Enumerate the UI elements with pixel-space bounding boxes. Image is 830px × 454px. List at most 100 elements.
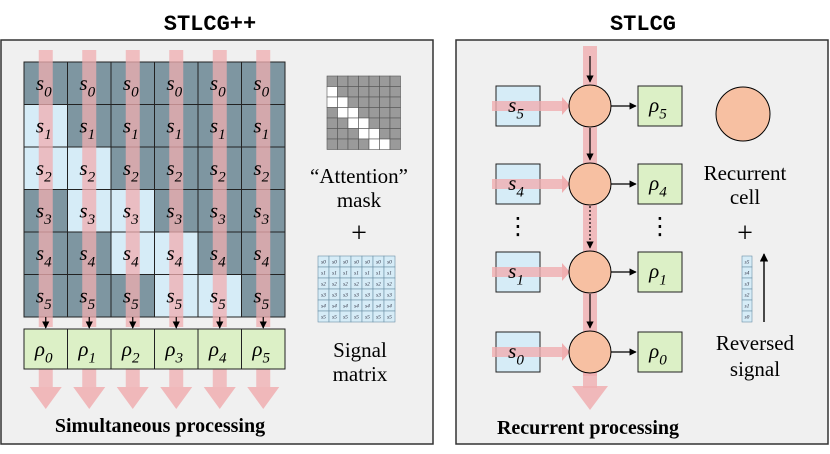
ellipsis: ⋮ — [506, 212, 530, 240]
attention-mask-thumbnail — [326, 75, 401, 150]
stream-band-lower — [82, 367, 97, 387]
mask-cell — [347, 117, 359, 129]
stream-arrowhead — [160, 387, 193, 409]
mask-cell — [337, 96, 349, 108]
signal-cell-label: s3 — [79, 199, 95, 228]
signal-cell-label: s0 — [253, 71, 269, 100]
signal-cell-label: s2 — [253, 156, 269, 185]
signal-matrix-cell-label: s3 — [321, 293, 326, 299]
mask-cell — [337, 86, 349, 98]
output-box-label: ρ1 — [648, 259, 667, 288]
signal-cell-label: s0 — [210, 71, 226, 100]
reversed-signal-cell-label: s2 — [745, 293, 750, 299]
mask-cell — [368, 128, 380, 140]
signal-cell-label: s0 — [166, 71, 182, 100]
mask-cell — [379, 107, 391, 119]
signal-matrix-cell-label: s2 — [321, 282, 326, 288]
recurrent-cell-label-line1: Recurrent — [704, 161, 787, 185]
signal-cell-label: s2 — [123, 156, 139, 185]
mask-cell — [379, 86, 391, 98]
mask-cell — [368, 96, 380, 108]
mask-cell — [347, 128, 359, 140]
signal-cell-label: s4 — [166, 241, 182, 270]
signal-matrix-cell-label: s1 — [365, 271, 370, 277]
signal-cell-label: s4 — [210, 241, 226, 270]
signal-cell-label: s5 — [210, 284, 226, 313]
signal-matrix-cell-label: s4 — [332, 303, 337, 310]
signal-matrix-cell-label: s5 — [376, 315, 381, 321]
reversed-signal-cell-label: s1 — [745, 304, 750, 310]
mask-cell — [337, 75, 349, 87]
reversed-signal-cell — [741, 310, 753, 323]
mask-cell — [368, 75, 380, 87]
signal-cell-label: s1 — [36, 114, 52, 143]
signal-cell-label: s4 — [123, 241, 139, 270]
signal-matrix-cell-label: s1 — [321, 271, 326, 277]
output-cell-label: ρ0 — [34, 337, 53, 366]
signal-matrix-cell-label: s1 — [376, 271, 381, 277]
mask-cell — [326, 75, 338, 87]
signal-matrix-cell-label: s5 — [354, 315, 359, 321]
recurrent-cell — [568, 330, 612, 374]
signal-cell-label: s0 — [36, 71, 52, 100]
stream-arrowhead — [247, 387, 280, 409]
stream-band-lower — [38, 367, 53, 387]
signal-matrix-cell-label: s4 — [321, 303, 326, 310]
signal-cell-label: s1 — [210, 114, 226, 143]
signal-cell-label: s1 — [166, 114, 182, 143]
mask-cell — [389, 107, 401, 119]
mask-cell — [326, 117, 338, 129]
stream-band-lower — [169, 367, 184, 387]
mask-cell — [389, 86, 401, 98]
output-cell-label: ρ2 — [121, 337, 140, 366]
signal-matrix-cell-label: s1 — [332, 271, 337, 277]
output-box-label: ρ0 — [648, 339, 667, 368]
output-cell-label: ρ5 — [251, 337, 270, 366]
signal-matrix-cell-label: s5 — [332, 315, 337, 321]
reversed-signal-label-line1: Reversed — [716, 331, 795, 355]
stream-band — [82, 50, 97, 327]
signal-cell-label: s1 — [253, 114, 269, 143]
signal-matrix-cell-label: s5 — [343, 315, 348, 321]
signal-cell-label: s0 — [79, 71, 95, 100]
signal-matrix-cell-label: s0 — [343, 260, 348, 266]
output-cell — [241, 328, 286, 370]
signal-cell-label: s5 — [123, 284, 139, 313]
reversed-signal-label-line2: signal — [730, 357, 780, 381]
stream-band-lower — [256, 367, 271, 387]
mask-cell — [337, 107, 349, 119]
reversed-signal-cell-label: s0 — [745, 315, 750, 321]
mask-cell — [347, 96, 359, 108]
left-plus-sign: + — [351, 218, 367, 249]
mask-cell — [389, 128, 401, 140]
mask-cell — [379, 128, 391, 140]
input-box-label: s1 — [508, 259, 524, 288]
signal-matrix-cell-label: s2 — [365, 282, 370, 288]
signal-matrix-cell-label: s5 — [365, 315, 370, 321]
input-box-label: s0 — [508, 339, 524, 368]
signal-matrix-cell-label: s2 — [376, 282, 381, 288]
signal-matrix-cell-label: s4 — [343, 303, 348, 310]
output-box-label: ρ4 — [648, 171, 667, 200]
right-panel-caption: Recurrent processing — [497, 417, 679, 439]
mask-cell — [358, 96, 370, 108]
output-cell — [154, 328, 199, 370]
stream-arrowhead — [29, 387, 62, 409]
signal-cell-label: s3 — [253, 199, 269, 228]
signal-cell-label: s4 — [36, 241, 52, 270]
signal-matrix-cell-label: s5 — [321, 315, 326, 321]
mask-cell — [358, 75, 370, 87]
mask-cell — [379, 96, 391, 108]
signal-matrix-cell-label: s4 — [376, 303, 381, 310]
input-stream — [492, 101, 566, 111]
attention-label-line1: “Attention” — [310, 164, 408, 188]
signal-cell-label: s3 — [166, 199, 182, 228]
signal-cell-label: s4 — [79, 241, 95, 270]
left-panel-caption: Simultaneous processing — [55, 415, 265, 437]
signal-matrix-cell-label: s4 — [354, 303, 359, 310]
signal-matrix-cell-label: s0 — [354, 260, 359, 266]
mask-cell — [379, 117, 391, 129]
recurrent-stream-lower — [583, 372, 597, 388]
